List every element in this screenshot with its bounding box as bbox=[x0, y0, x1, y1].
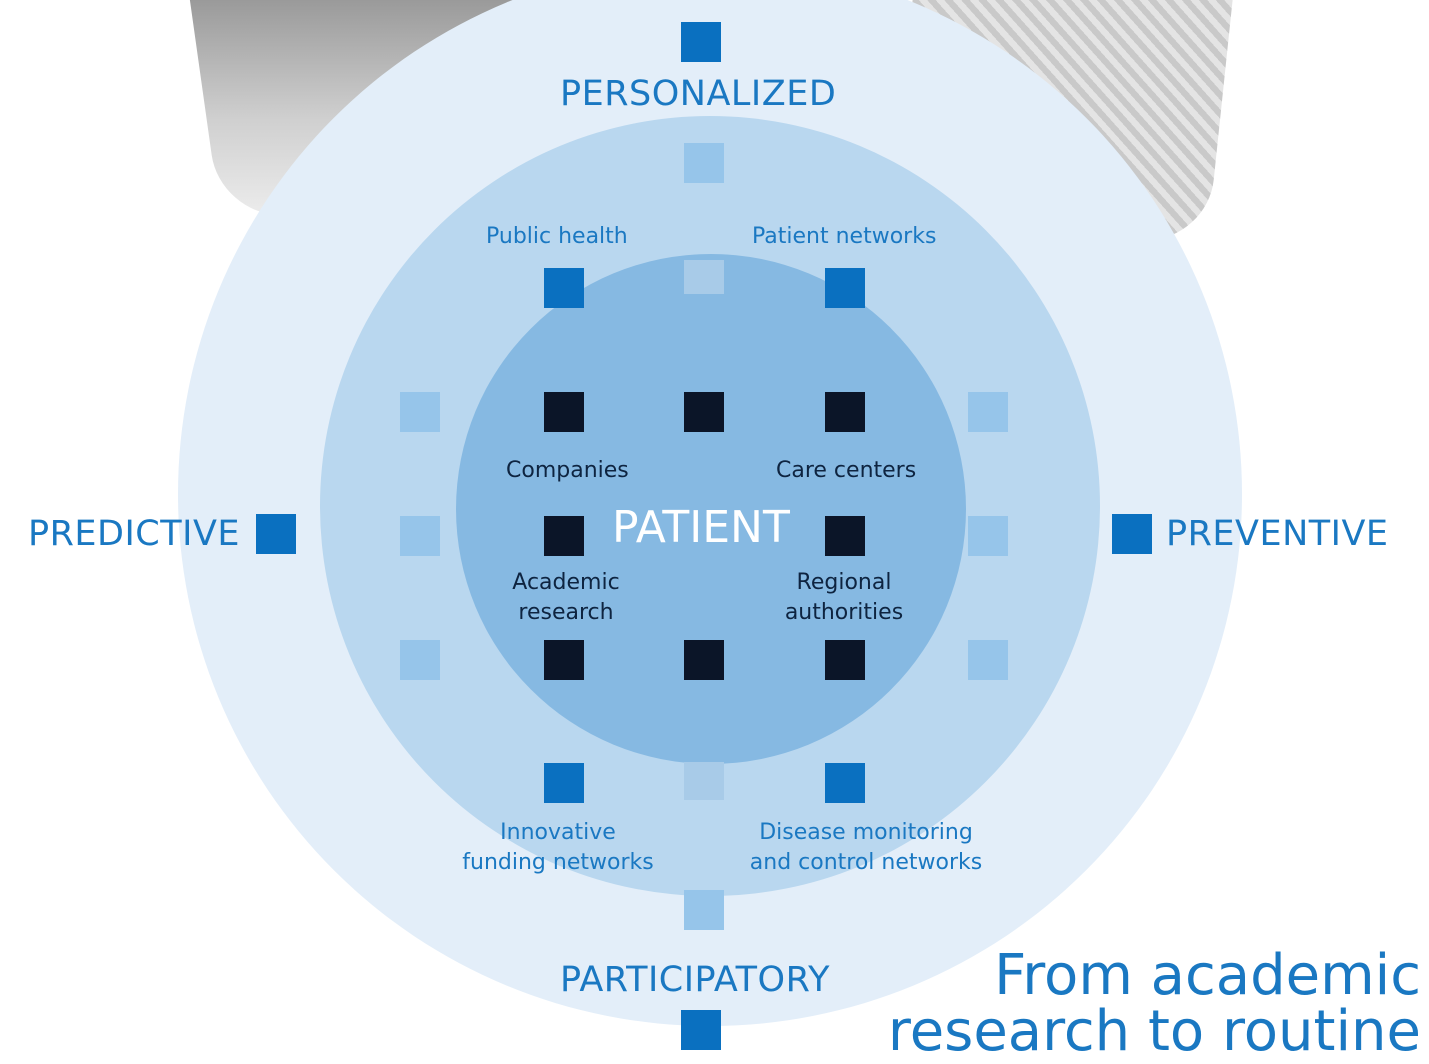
notch-bottom bbox=[684, 762, 724, 800]
square-mid-right-3 bbox=[968, 640, 1008, 680]
square-inner-1 bbox=[544, 392, 584, 432]
label-predictive: PREDICTIVE bbox=[28, 514, 241, 554]
square-mid-top bbox=[684, 143, 724, 183]
label-public-health: Public health bbox=[486, 224, 628, 249]
notch-top bbox=[684, 260, 724, 294]
label-regional-authorities: Regional authorities bbox=[774, 568, 914, 627]
label-care-centers: Care centers bbox=[776, 458, 917, 483]
label-innovative-funding: Innovative funding networks bbox=[456, 818, 660, 877]
square-inner-2 bbox=[684, 392, 724, 432]
label-regional-authorities-line2: authorities bbox=[784, 599, 904, 625]
square-mid-left-2 bbox=[400, 516, 440, 556]
square-inner-8 bbox=[825, 640, 865, 680]
label-academic-research-line1: Academic bbox=[512, 570, 620, 595]
label-innovative-funding-line1: Innovative bbox=[500, 820, 616, 845]
label-companies: Companies bbox=[506, 458, 629, 483]
square-inner-6 bbox=[544, 640, 584, 680]
square-bottom-outer bbox=[681, 1010, 721, 1050]
square-right-outer bbox=[1112, 514, 1152, 554]
square-mid-right-1 bbox=[968, 392, 1008, 432]
square-disease-monitoring bbox=[825, 763, 865, 803]
tagline-line2: research to routine bbox=[887, 999, 1421, 1064]
square-inner-7 bbox=[684, 640, 724, 680]
tagline: From academic research to routine bbox=[888, 948, 1421, 1060]
label-academic-research-line2: research bbox=[518, 599, 614, 625]
label-personalized: PERSONALIZED bbox=[560, 74, 837, 114]
tagline-line1: From academic bbox=[994, 943, 1421, 1008]
square-inner-3 bbox=[825, 392, 865, 432]
label-participatory: PARTICIPATORY bbox=[560, 960, 831, 1000]
square-top-outer bbox=[681, 22, 721, 62]
label-patient: PATIENT bbox=[612, 502, 790, 553]
square-patient-networks bbox=[825, 268, 865, 308]
square-mid-bottom bbox=[684, 890, 724, 930]
square-public-health bbox=[544, 268, 584, 308]
label-patient-networks: Patient networks bbox=[752, 224, 937, 249]
label-disease-monitoring-line2: and control networks bbox=[749, 849, 983, 875]
label-innovative-funding-line2: funding networks bbox=[462, 849, 654, 875]
label-disease-monitoring: Disease monitoring and control networks bbox=[744, 818, 988, 877]
label-preventive: PREVENTIVE bbox=[1166, 514, 1389, 554]
label-disease-monitoring-line1: Disease monitoring bbox=[759, 820, 973, 845]
square-inner-4 bbox=[544, 516, 584, 556]
square-mid-left-1 bbox=[400, 392, 440, 432]
square-inner-5 bbox=[825, 516, 865, 556]
label-regional-authorities-line1: Regional bbox=[796, 570, 892, 595]
square-left-outer bbox=[256, 514, 296, 554]
square-innovative-funding bbox=[544, 763, 584, 803]
label-academic-research: Academic research bbox=[496, 568, 636, 627]
square-mid-left-3 bbox=[400, 640, 440, 680]
square-mid-right-2 bbox=[968, 516, 1008, 556]
